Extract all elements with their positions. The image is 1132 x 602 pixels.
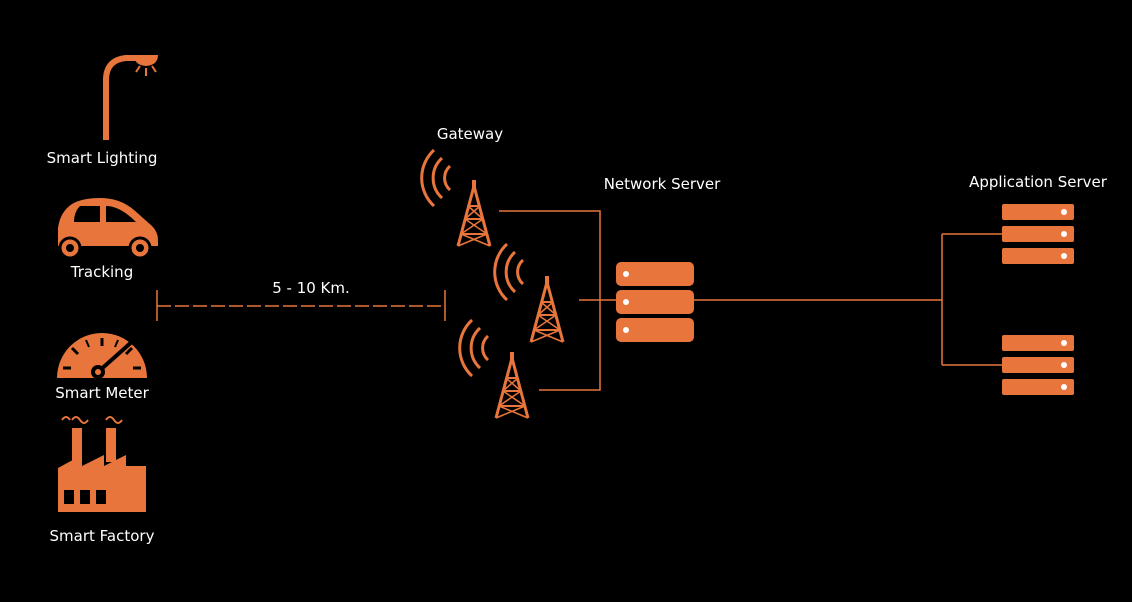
device-label-tracking: Tracking [70, 263, 133, 281]
factory-icon [58, 416, 146, 512]
application-server-label: Application Server [969, 173, 1108, 191]
gateway-tower-icon [493, 242, 565, 344]
gauge-icon [57, 333, 147, 379]
car-icon [58, 198, 158, 260]
device-label-smart-lighting: Smart Lighting [47, 149, 158, 167]
gateway-tower-icon [458, 318, 530, 420]
range-indicator [156, 290, 446, 321]
app-server-connectors [694, 233, 1002, 366]
gateway-connectors [499, 210, 616, 391]
device-label-smart-factory: Smart Factory [50, 527, 155, 545]
gateway-label: Gateway [437, 125, 503, 143]
street-light-icon [103, 55, 158, 140]
gateway-tower-icon [420, 148, 492, 248]
network-server-label: Network Server [604, 175, 721, 193]
device-label-smart-meter: Smart Meter [55, 384, 149, 402]
network-server-icon [616, 262, 694, 342]
range-label: 5 - 10 Km. [272, 279, 350, 297]
application-server-icon [1002, 204, 1074, 264]
application-server-icon [1002, 335, 1074, 395]
